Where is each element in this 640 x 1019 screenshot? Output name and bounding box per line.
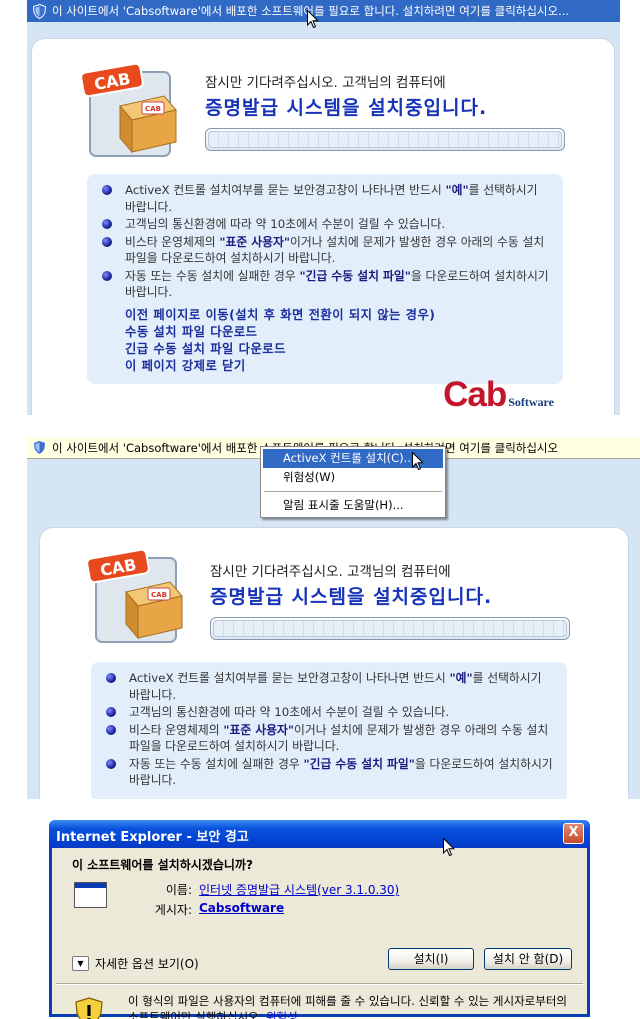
- name-label: 이름:: [165, 883, 192, 897]
- infobar-text: 이 사이트에서 'Cabsoftware'에서 배포한 소프트웨어를 필요로 합…: [52, 4, 570, 18]
- bullet-icon: [106, 758, 116, 769]
- notice-item: 고객님의 통신환경에 따라 약 10초에서 수분이 걸릴 수 있습니다.: [106, 704, 555, 721]
- risk-link[interactable]: 위험성: [265, 1010, 298, 1019]
- chevron-down-icon: ▼: [72, 956, 89, 971]
- notice-box: ActiveX 컨트롤 설치여부를 묻는 보안경고창이 나타나면 반드시 "예"…: [87, 174, 563, 384]
- cab-box-logo-icon: CAB CAB: [86, 548, 183, 643]
- bullet-icon: [102, 270, 112, 281]
- menu-item-infobar-help[interactable]: 알림 표시줄 도움말(H)...: [283, 498, 404, 512]
- bullet-icon: [102, 236, 112, 247]
- link-force-close[interactable]: 이 페이지 강제로 닫기: [125, 358, 246, 373]
- wait-message: 잠시만 기다려주십시오. 고객님의 컴퓨터에: [210, 564, 451, 580]
- svg-text:CAB: CAB: [151, 591, 167, 599]
- cab-box-logo-icon: CAB CAB: [80, 62, 177, 157]
- dont-install-button[interactable]: 설치 안 함(D): [484, 948, 572, 970]
- infobar[interactable]: 이 사이트에서 'Cabsoftware'에서 배포한 소프트웨어를 필요로 합…: [27, 0, 620, 22]
- bullet-icon: [102, 185, 112, 195]
- publisher-label: 게시자:: [154, 903, 192, 917]
- bullet-icon: [106, 673, 116, 683]
- page-cutoff: [27, 799, 640, 819]
- link-emergency-download[interactable]: 긴급 수동 설치 파일 다운로드: [125, 341, 286, 356]
- notice-box: ActiveX 컨트롤 설치여부를 묻는 보안경고창이 나타나면 반드시 "예"…: [91, 662, 567, 802]
- close-button[interactable]: X: [563, 823, 584, 844]
- menu-item-risk[interactable]: 위험성(W): [283, 470, 336, 484]
- cab-software-brand: Cab Software: [443, 375, 554, 414]
- install-title: 증명발급 시스템을 설치중입니다.: [205, 97, 488, 119]
- menu-item-install-activex[interactable]: ActiveX 컨트롤 설치(C)...: [263, 449, 443, 468]
- menu-separator: [264, 491, 442, 492]
- notice-item: 비스타 운영체제의 "표준 사용자"이거나 설치에 문제가 발생한 경우 아래의…: [106, 722, 555, 755]
- bullet-icon: [106, 707, 116, 717]
- bullet-icon: [102, 219, 112, 229]
- link-previous-page[interactable]: 이전 페이지로 이동(설치 후 화면 전환이 되지 않는 경우): [125, 307, 436, 322]
- link-manual-download[interactable]: 수동 설치 파일 다운로드: [125, 324, 258, 339]
- mouse-cursor-icon: [443, 838, 455, 857]
- warning-shield-icon: [75, 997, 103, 1019]
- wait-message: 잠시만 기다려주십시오. 고객님의 컴퓨터에: [205, 75, 446, 91]
- security-shield-icon: [33, 440, 46, 455]
- mouse-cursor-icon: [307, 10, 319, 29]
- program-icon: [74, 882, 107, 908]
- notice-item: 고객님의 통신환경에 따라 약 10초에서 수분이 걸릴 수 있습니다.: [102, 216, 551, 233]
- warning-text: 이 형식의 파일은 사용자의 컴퓨터에 피해를 줄 수 있습니다. 신뢰할 수 …: [128, 993, 568, 1019]
- name-value-link[interactable]: 인터넷 증명발급 시스템(ver 3.1.0.30): [199, 883, 400, 897]
- bullet-icon: [106, 724, 116, 735]
- svg-text:CAB: CAB: [145, 105, 161, 113]
- security-warning-dialog: Internet Explorer - 보안 경고 X 이 소프트웨어를 설치하…: [49, 820, 590, 1019]
- install-title: 증명발급 시스템을 설치중입니다.: [210, 586, 493, 608]
- mouse-cursor-icon: [412, 452, 424, 471]
- notice-item: ActiveX 컨트롤 설치여부를 묻는 보안경고창이 나타나면 반드시 "예"…: [106, 670, 555, 703]
- install-progress-bar: [210, 617, 570, 640]
- install-progress-bar: [205, 128, 565, 151]
- publisher-value-link[interactable]: Cabsoftware: [199, 901, 285, 915]
- more-options-toggle[interactable]: ▼ 자세한 옵션 보기(O): [72, 955, 199, 972]
- install-question: 이 소프트웨어를 설치하시겠습니까?: [72, 858, 253, 872]
- close-icon: X: [568, 825, 579, 840]
- security-shield-icon: [33, 3, 46, 19]
- notice-item: 자동 또는 수동 설치에 실패한 경우 "긴급 수동 설치 파일"을 다운로드하…: [102, 268, 551, 301]
- notice-item: ActiveX 컨트롤 설치여부를 묻는 보안경고창이 나타나면 반드시 "예"…: [102, 182, 551, 215]
- dialog-title: Internet Explorer - 보안 경고: [49, 820, 590, 848]
- notice-item: 비스타 운영체제의 "표준 사용자"이거나 설치에 문제가 발생한 경우 아래의…: [102, 234, 551, 267]
- notice-item: 자동 또는 수동 설치에 실패한 경우 "긴급 수동 설치 파일"을 다운로드하…: [106, 756, 555, 789]
- install-button[interactable]: 설치(I): [388, 948, 474, 970]
- dialog-separator: [56, 983, 583, 985]
